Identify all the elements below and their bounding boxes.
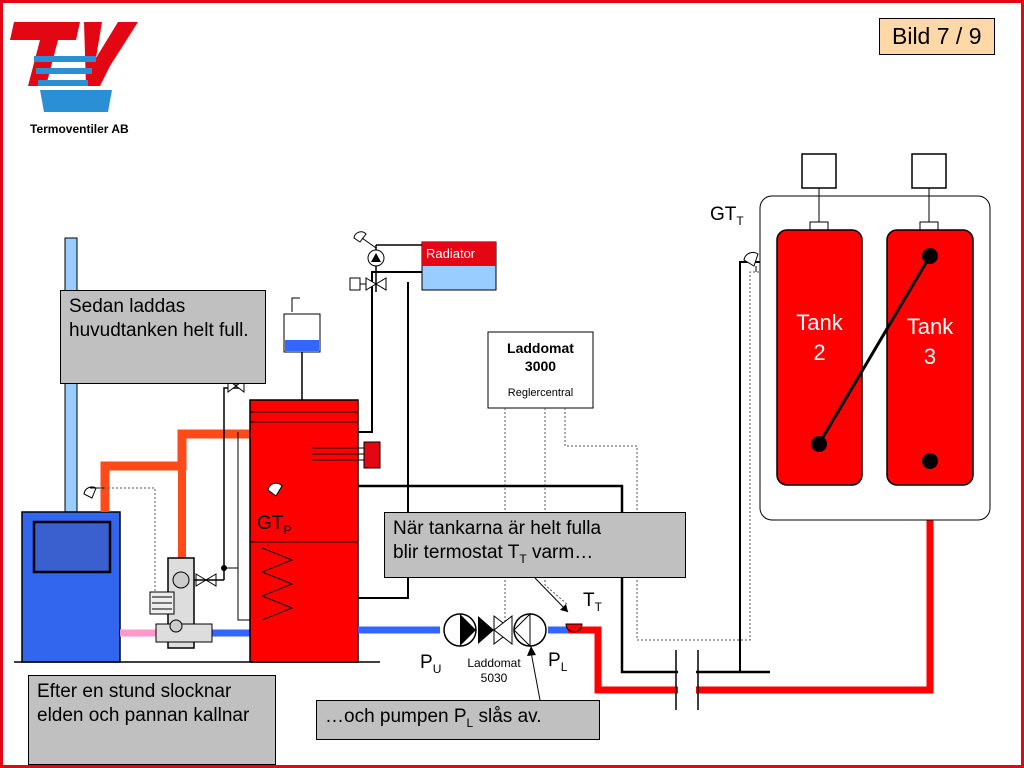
slide-number-badge: Bild 7 / 9 [879,18,995,55]
callout-top-left: Sedan laddas huvudtanken helt full. [60,290,266,384]
controller-title-line2: 3000 [524,358,557,374]
callout-middle-line2: blir termostat TT varm… [393,542,594,566]
tank2-label-line2: 2 [813,340,826,365]
thermostat-tt-icon [565,623,583,633]
callout-middle: När tankarna är helt fulla blir termosta… [384,512,686,578]
tank2-top-sensor [801,153,837,231]
pump-pu-icon [443,613,477,647]
accumulator-tank [249,399,381,663]
pu-label: PU [420,652,442,676]
pl-label: PL [548,650,568,674]
tank-2 [776,229,863,486]
gtp-label: GTP [257,513,292,537]
tank-interconnect-pipe [817,255,932,445]
expansion-vessel [283,297,321,400]
laddomat-5030-line1: Laddomat [467,656,521,670]
radiator-supply-pipe [358,271,422,433]
boiler-hot-pipe [100,429,250,512]
termoventiler-logo [10,22,138,112]
tank3-label-line2: 3 [923,344,937,369]
laddomat-5030-line2: 5030 [480,671,508,685]
tank3-label-line1: Tank [906,314,954,339]
check-valve-icon [478,614,513,646]
radiator-return-pipe [358,282,409,599]
laddomat-valve-group-icon [149,557,217,649]
radiator [421,241,497,291]
radiator-pump-icon [367,249,385,267]
radiator-sensor-icon [353,231,377,249]
control-wire-2 [544,408,569,606]
callout-arrow-pl [530,651,541,701]
boiler [21,511,121,663]
tt-label: TT [583,590,602,614]
tank3-top-connector [922,248,938,264]
controller-title-line1: Laddomat [507,340,574,356]
gtt-label: GTT [710,204,744,228]
boiler-sensor-wire [100,487,156,600]
gtp-sensor-icon [267,482,283,497]
boiler-sensor-icon [83,486,105,499]
tank2-label-line1: Tank [796,310,843,335]
tank2-connector [811,436,827,452]
pump-pl-icon [513,612,547,648]
vent-pipe [223,387,240,580]
callout-bottom-left: Efter en stund slocknar elden och pannan… [28,675,276,765]
controller-subtitle: Reglercentral [507,387,574,399]
tank-return-pipe [568,488,934,694]
accumulator-link-pipe [224,567,250,621]
radiator-label: Radiator [426,246,476,261]
callout-middle-line1: När tankarna är helt fulla [393,518,602,539]
tank3-bottom-connector [922,453,938,469]
control-wire-3 [564,271,770,641]
company-name: Termoventiler AB [30,122,129,136]
callout-arrow-tt [534,577,569,613]
laddomat-3000-controller [487,331,594,409]
pipe-break-mark [675,650,699,710]
callout-bottom-middle: …och pumpen PL slås av. [316,700,600,740]
radiator-mixing-valve-icon [349,277,387,291]
